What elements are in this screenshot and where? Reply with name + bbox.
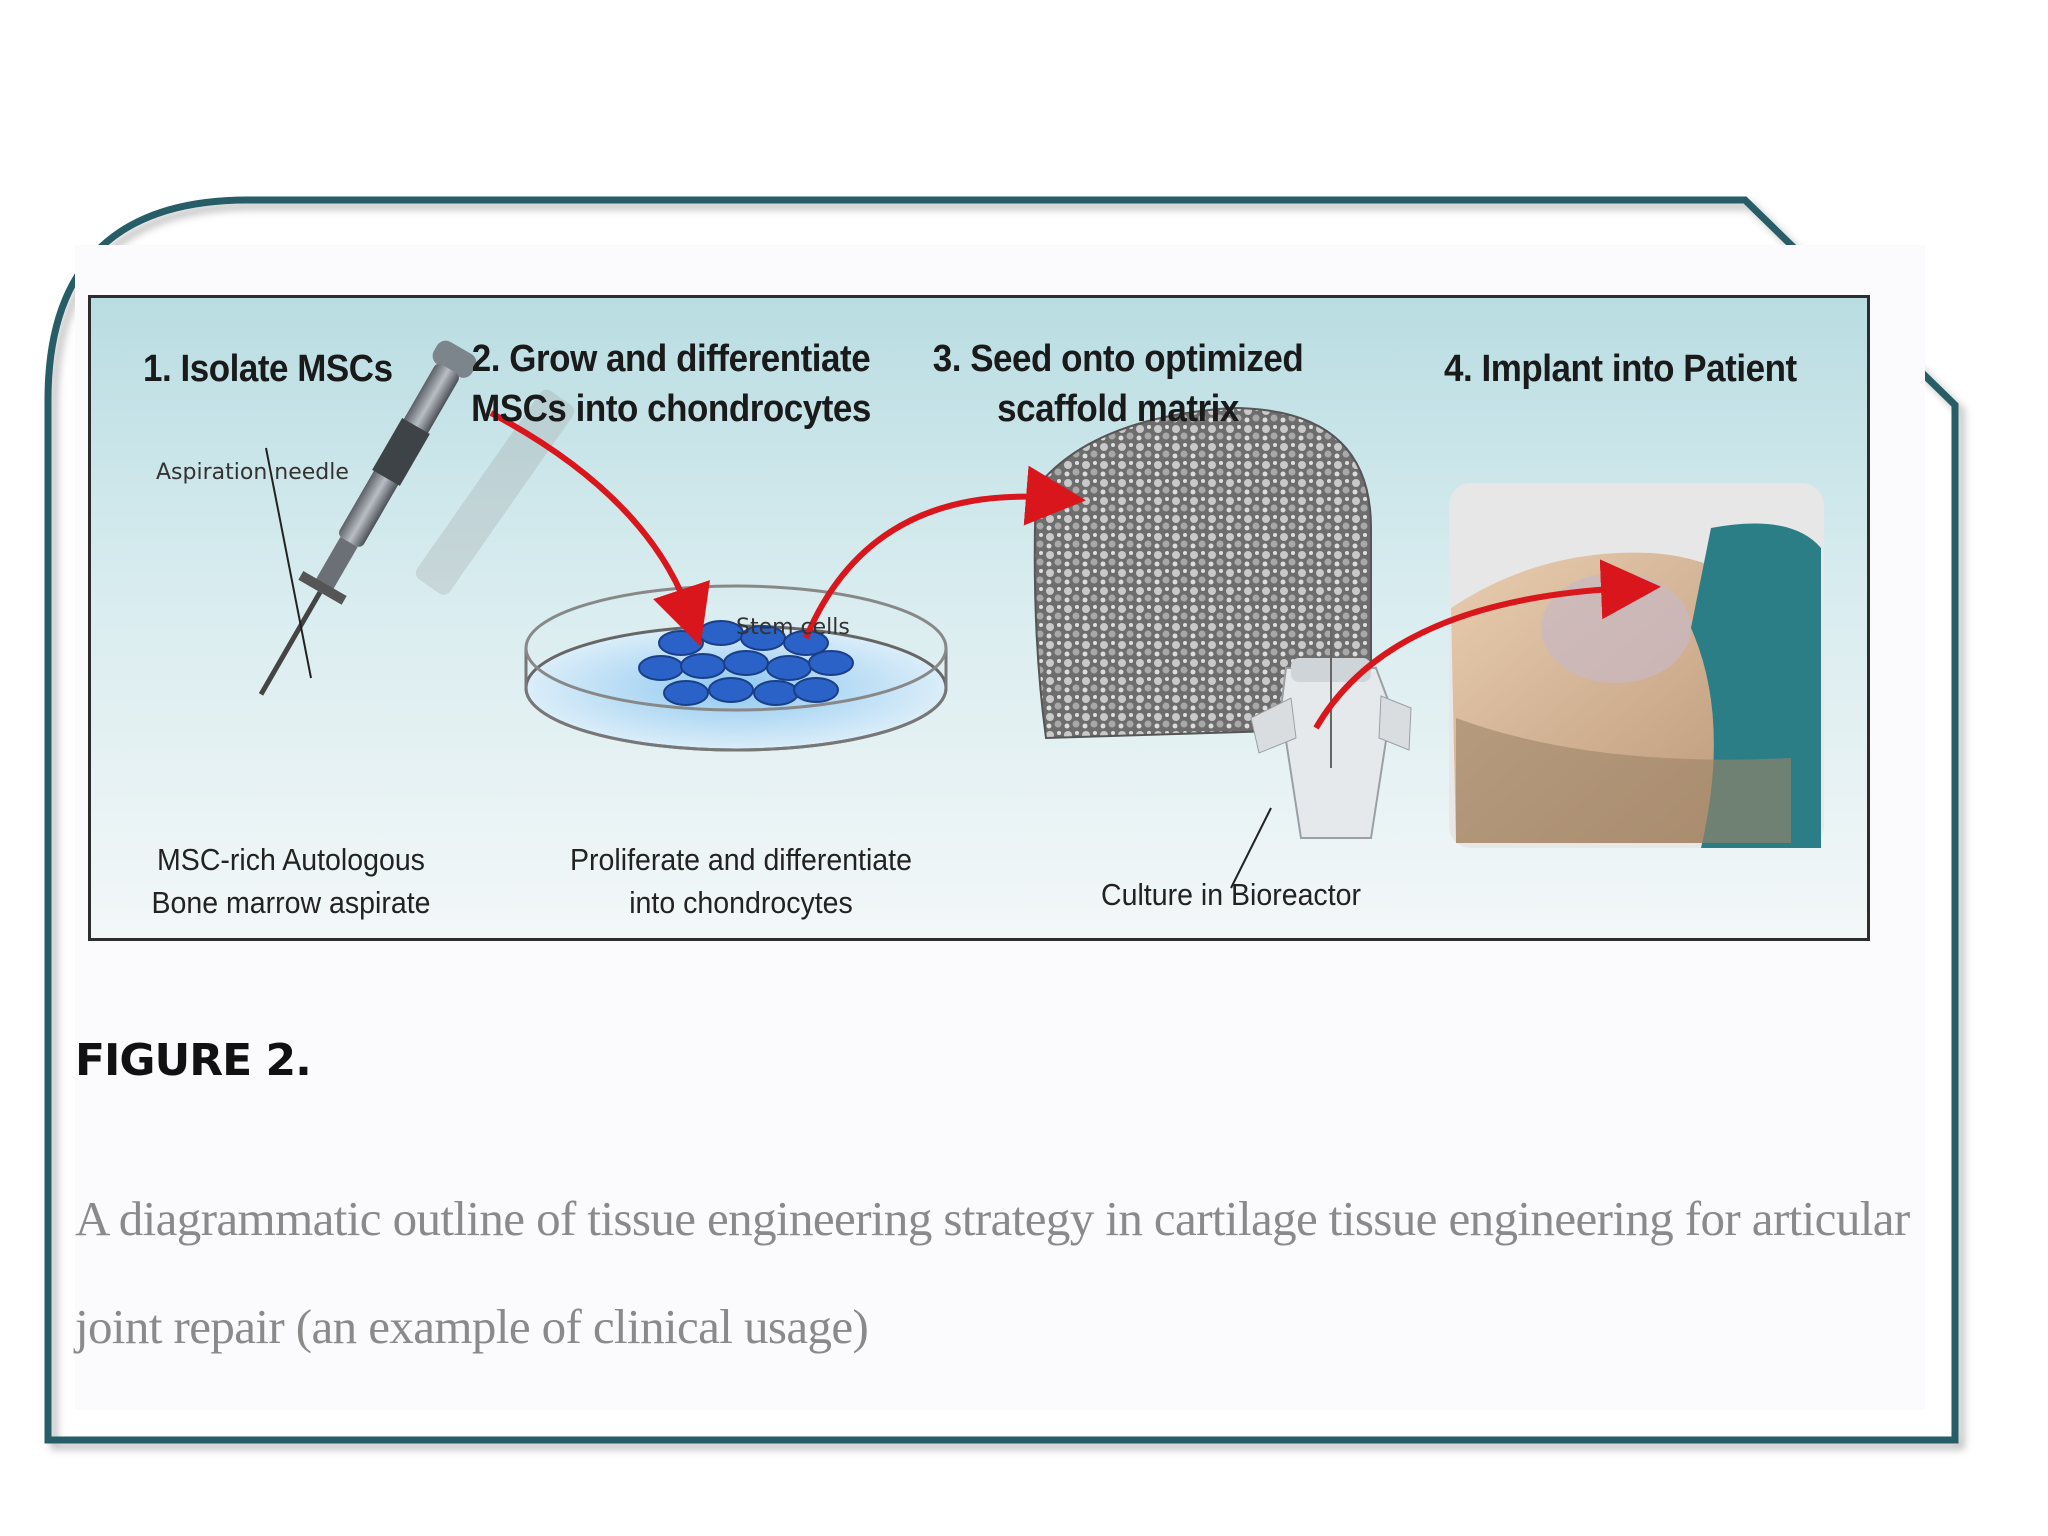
aspirate-label-line1: MSC-rich Autologous (125, 838, 456, 881)
proliferate-label-line2: into chondrocytes (548, 881, 934, 924)
bioreactor-label: Culture in Bioreactor (1056, 873, 1406, 916)
petri-dish-icon (526, 586, 946, 750)
step-2-title-line2: MSCs into chondrocytes (459, 384, 882, 434)
aspirate-label-line2: Bone marrow aspirate (125, 881, 456, 924)
aspiration-needle-label: Aspiration needle (156, 460, 349, 485)
figure-heading: FIGURE 2. (75, 1035, 311, 1086)
step-1-title: 1. Isolate MSCs (143, 344, 393, 394)
step-2-title-line1: 2. Grow and differentiate (459, 334, 882, 384)
step-3-title: 3. Seed onto optimized scaffold matrix (920, 334, 1316, 434)
step-3-title-line2: scaffold matrix (920, 384, 1316, 434)
aspirate-label: MSC-rich Autologous Bone marrow aspirate (125, 838, 456, 924)
patient-illustration (1449, 483, 1824, 848)
step-2-title: 2. Grow and differentiate MSCs into chon… (459, 334, 882, 434)
proliferate-label: Proliferate and differentiate into chond… (548, 838, 934, 924)
proliferate-label-line1: Proliferate and differentiate (548, 838, 934, 881)
step-3-title-line1: 3. Seed onto optimized (920, 334, 1316, 384)
figure-caption: A diagrammatic outline of tissue enginee… (75, 1165, 1915, 1381)
step-4-title: 4. Implant into Patient (1444, 344, 1797, 394)
figure-panel: 1. Isolate MSCs 2. Grow and differentiat… (88, 295, 1870, 941)
stem-cells-label: Stem cells (736, 615, 850, 640)
